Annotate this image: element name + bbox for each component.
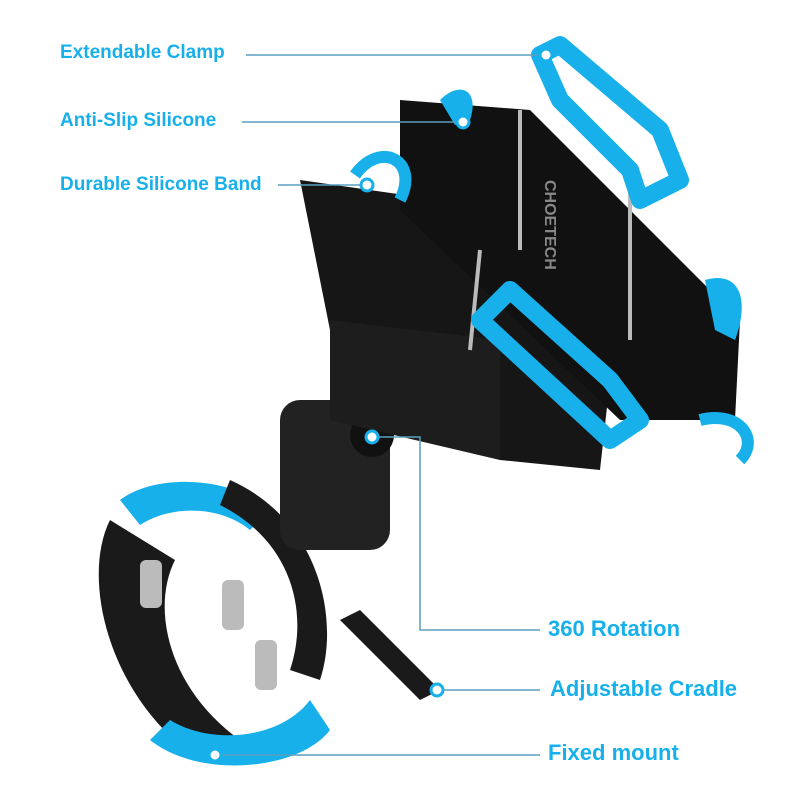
callout-lines	[215, 54, 545, 756]
callout-dots	[207, 47, 554, 763]
handlebar-clamp	[98, 480, 444, 766]
callout-fixed-mount: Fixed mount	[548, 740, 679, 765]
phone-cradle: CHOETECH	[350, 36, 754, 465]
brand-logo: CHOETECH	[541, 180, 558, 270]
callout-extendable-clamp: Extendable Clamp	[60, 42, 225, 63]
callout-adjustable-cradle: Adjustable Cradle	[550, 676, 738, 701]
callout-360-rotation: 360 Rotation	[548, 616, 681, 641]
cradle-back-plate	[300, 180, 610, 470]
callout-durable-silicone-band: Durable Silicone Band	[60, 174, 262, 195]
callout-anti-slip-silicone: Anti-Slip Silicone	[60, 110, 217, 131]
